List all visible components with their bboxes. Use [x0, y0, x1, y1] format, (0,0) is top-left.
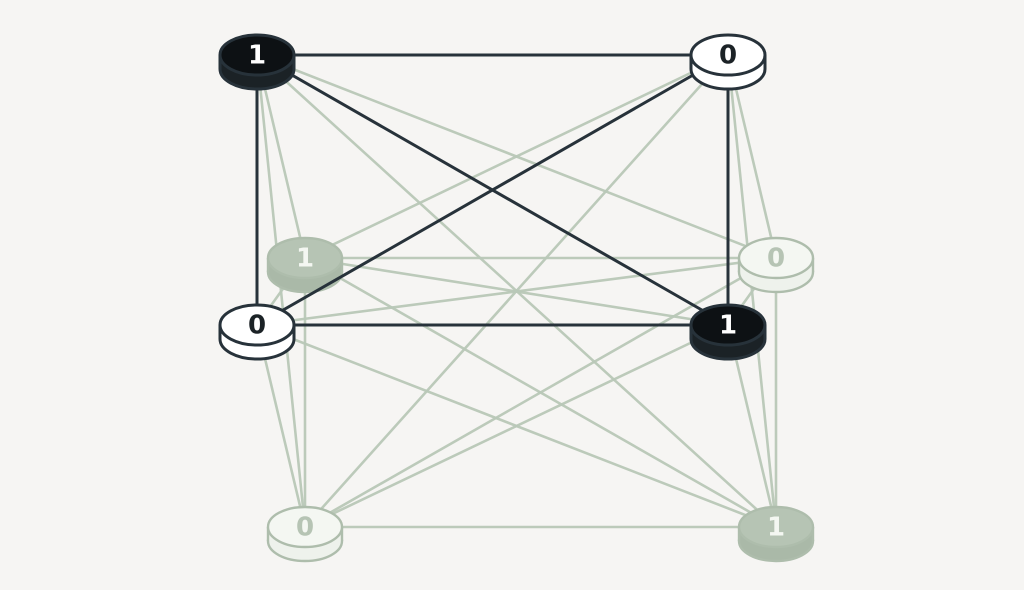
node-label: 0: [296, 513, 314, 543]
node-top: [218, 33, 296, 77]
node-front-bottom-right: 1: [689, 303, 767, 361]
node-top: [737, 236, 815, 280]
back-edges: [255, 53, 778, 529]
front-edge: [255, 53, 730, 327]
node-label: 1: [767, 513, 785, 543]
node-label: 1: [248, 41, 266, 71]
front-edges: [255, 53, 730, 327]
node-label: 0: [248, 311, 266, 341]
back-nodes: 1 0 0 1: [266, 236, 815, 563]
back-edge: [303, 323, 730, 529]
back-edge: [303, 53, 730, 260]
node-label: 0: [719, 41, 737, 71]
node-label: 1: [719, 311, 737, 341]
node-front-top-left: 1: [218, 33, 296, 91]
node-top: [689, 303, 767, 347]
front-nodes: 1 0 0 1: [218, 33, 767, 361]
node-back-top-left: 1: [266, 236, 344, 294]
back-edge: [303, 256, 730, 327]
back-edge: [303, 256, 778, 529]
node-top: [266, 505, 344, 549]
node-label: 1: [296, 244, 314, 274]
node-back-bottom-left: 0: [266, 505, 344, 563]
node-front-top-right: 0: [689, 33, 767, 91]
node-top: [737, 505, 815, 549]
node-top: [689, 33, 767, 77]
node-back-top-right: 0: [737, 236, 815, 294]
node-front-bottom-left: 0: [218, 303, 296, 361]
node-label: 0: [767, 244, 785, 274]
node-back-bottom-right: 1: [737, 505, 815, 563]
node-top: [266, 236, 344, 280]
node-top: [218, 303, 296, 347]
